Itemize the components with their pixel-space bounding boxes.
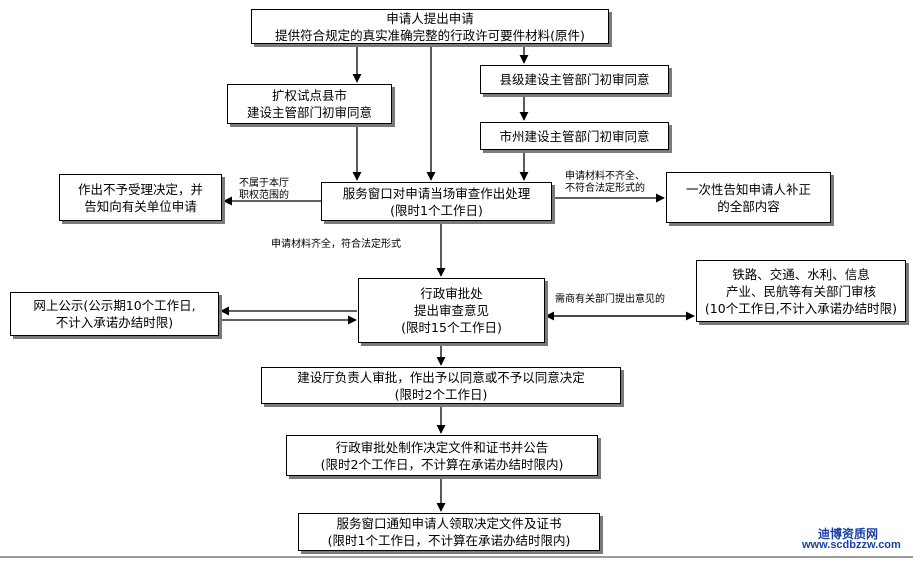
dept-review-box: 铁路、交通、水利、信息 产业、民航等有关部门审核 (10个工作日,不计入承诺办结… — [696, 260, 906, 322]
county-review-box: 县级建设主管部门初审同意 — [480, 65, 669, 94]
notify-pickup-line-2: (限时1个工作日，不计算在承诺办结时限内) — [327, 533, 571, 548]
pilot-county-box: 扩权试点县市 建设主管部门初审同意 — [227, 84, 392, 124]
label-incomplete: 申请材料不齐全、 不符合法定形式的 — [565, 171, 645, 195]
label-incomplete-line-1: 申请材料不齐全、 — [565, 171, 645, 182]
online-publicity-line-1: 网上公示(公示期10个工作日, — [33, 298, 196, 313]
service-window-box: 服务窗口对申请当场审查作出处理 (限时1个工作日) — [321, 182, 552, 221]
notify-pickup-box: 服务窗口通知申请人领取决定文件及证书 (限时1个工作日，不计算在承诺办结时限内) — [298, 513, 600, 551]
notify-pickup-line-1: 服务窗口通知申请人领取决定文件及证书 — [336, 516, 562, 531]
city-review-text: 市州建设主管部门初审同意 — [499, 128, 650, 144]
bottom-rule — [0, 556, 913, 558]
approval-office-box: 行政审批处 提出审查意见 (限时15个工作日) — [358, 278, 545, 343]
pilot-county-line-2: 建设主管部门初审同意 — [246, 105, 372, 120]
label-not-in-scope-line-1: 不属于本厅 — [239, 178, 289, 189]
watermark-name: 迪博资质网 — [818, 527, 879, 541]
label-need-opinion: 需商有关部门提出意见的 — [555, 294, 665, 305]
make-documents-line-2: (限时2个工作日，不计算在承诺办结时限内) — [320, 456, 564, 472]
make-documents-box: 行政审批处制作决定文件和证书并公告 (限时2个工作日，不计算在承诺办结时限内) — [286, 435, 598, 476]
watermark-url: www.scdbzzw.com — [802, 539, 901, 551]
notify-supplement-line-2: 的全部内容 — [717, 198, 780, 214]
reject-box: 作出不予受理决定，并 告知向有关单位申请 — [59, 174, 222, 221]
label-complete: 申请材料齐全，符合法定形式 — [271, 239, 401, 250]
dept-review-line-3: (10个工作日,不计入承诺办结时限) — [704, 300, 898, 316]
director-approval-line-1: 建设厅负责人审批，作出予以同意或不予以同意决定 — [297, 369, 585, 385]
director-approval-box: 建设厅负责人审批，作出予以同意或不予以同意决定 (限时2个工作日) — [261, 367, 621, 404]
apply-line-1: 申请人提出申请 — [386, 10, 474, 26]
label-not-in-scope: 不属于本厅 职权范围的 — [239, 178, 289, 202]
dept-review-line-1: 铁路、交通、水利、信息 — [732, 266, 870, 282]
pilot-county-line-1: 扩权试点县市 — [271, 88, 347, 103]
apply-box: 申请人提出申请 提供符合规定的真实准确完整的行政许可要件材料(原件) — [251, 9, 609, 44]
reject-line-1: 作出不予受理决定，并 — [77, 181, 203, 197]
director-approval-line-2: (限时2个工作日) — [394, 386, 488, 402]
approval-office-line-3: (限时15个工作日) — [401, 320, 502, 335]
approval-office-line-2: 提出审查意见 — [413, 303, 489, 318]
notify-supplement-box: 一次性告知申请人补正 的全部内容 — [666, 172, 831, 223]
approval-office-line-1: 行政审批处 — [420, 286, 483, 301]
dept-review-line-2: 产业、民航等有关部门审核 — [725, 283, 876, 299]
county-review-text: 县级建设主管部门初审同意 — [499, 72, 650, 87]
label-not-in-scope-line-2: 职权范围的 — [239, 190, 289, 201]
make-documents-line-1: 行政审批处制作决定文件和证书并公告 — [335, 439, 549, 455]
service-window-line-2: (限时1个工作日) — [390, 202, 483, 218]
online-publicity-box: 网上公示(公示期10个工作日, 不计入承诺办结时限) — [10, 292, 219, 336]
reject-line-2: 告知向有关单位申请 — [84, 198, 197, 214]
label-incomplete-line-2: 不符合法定形式的 — [565, 183, 645, 194]
service-window-line-1: 服务窗口对申请当场审查作出处理 — [342, 185, 531, 201]
apply-line-2: 提供符合规定的真实准确完整的行政许可要件材料(原件) — [275, 27, 585, 43]
city-review-box: 市州建设主管部门初审同意 — [480, 122, 669, 150]
online-publicity-line-2: 不计入承诺办结时限) — [55, 315, 174, 330]
notify-supplement-line-1: 一次性告知申请人补正 — [685, 181, 811, 197]
